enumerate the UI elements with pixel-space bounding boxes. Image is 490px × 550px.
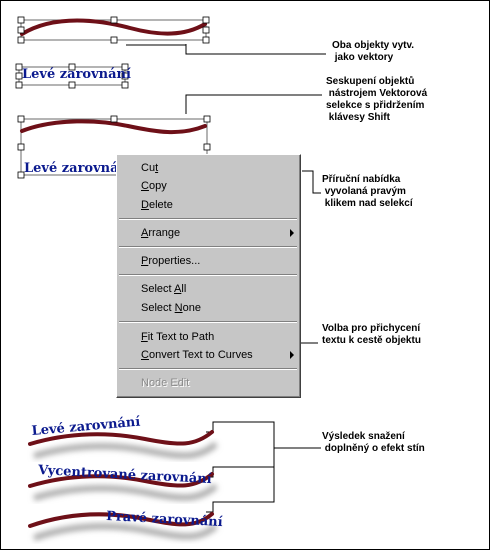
result-text-center: Vycentrované zarovnání [37,463,212,487]
result-wave-3 [28,512,218,541]
menu-item-delete[interactable]: Delete [141,199,173,211]
menu-item-convert-text-to-curves[interactable]: Convert Text to Curves [117,346,300,364]
menu-item-arrange[interactable]: Arrange [117,224,300,242]
callout-vectors: Oba objekty vytv. jako vektory [332,40,415,63]
menu-item-fit-text-to-path[interactable]: Fit Text to Path [141,331,215,343]
top-wave-object[interactable] [17,16,210,44]
result-wave-2 [28,472,218,501]
top-text-selection[interactable] [15,63,129,89]
menu-item-node-edit[interactable]: Node Edit [141,377,190,389]
callout-grouping: Seskupení objektů nástrojem Vektorová se… [326,76,428,123]
result-wave-1 [28,430,218,459]
submenu-arrow-icon [290,229,294,237]
menu-item-select-all[interactable]: Select All [141,283,187,295]
middle-text-object[interactable]: Levé zarovná [24,161,119,176]
callout-result: Výsledek snažení doplněný o efekt stín [322,431,425,454]
menu-item-select-none[interactable]: Select None [141,302,201,314]
menu-separator [119,246,297,248]
menu-separator [119,218,297,220]
top-text-object[interactable]: Levé zarovnání [22,67,131,82]
callout-fit-text: Volba pro přichycení textu k cestě objek… [322,323,421,346]
grouped-selection[interactable] [17,115,211,179]
context-menu: Cut Copy Delete Arrange Properties... Se… [116,154,301,398]
menu-separator [119,321,297,323]
submenu-arrow-icon [290,351,294,359]
menu-item-copy[interactable]: Copy [141,180,167,192]
callout-context-menu: Příruční nabídka vyvolaná pravým klikem … [322,174,413,209]
menu-item-properties[interactable]: Properties... [141,255,201,267]
menu-separator [119,368,297,370]
menu-item-cut[interactable]: Cut [141,162,159,174]
menu-separator [119,274,297,276]
result-text-right: Pravé zarovnání [106,509,223,530]
